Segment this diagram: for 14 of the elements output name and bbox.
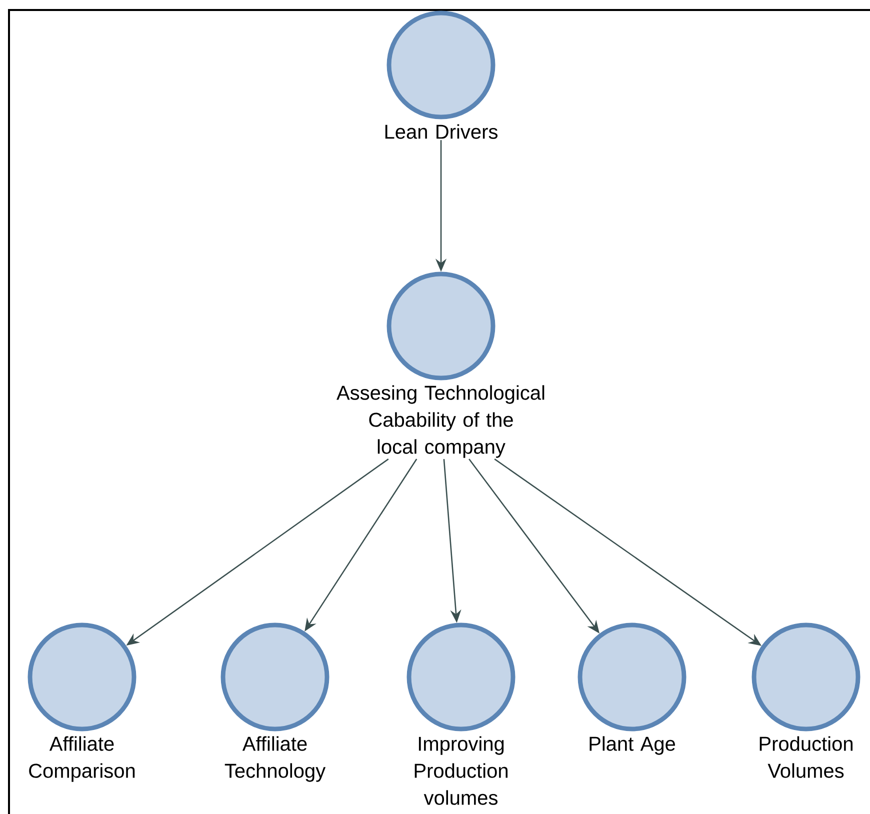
circle-node: Plant Age (578, 622, 686, 755)
circle-node: Lean Drivers (385, 10, 498, 139)
node-label: Affiliate Technology (224, 736, 326, 782)
node-label: Improving Production volumes (414, 736, 508, 805)
node-label: Assesing Technological Cabability of the local company (336, 385, 544, 458)
circle-node: Affiliate Comparison (28, 622, 136, 782)
node-label: Production Volumes (760, 736, 852, 778)
circle-node: Production Volumes (752, 622, 860, 778)
circle-node: Assesing Technological Cabability of the local company (336, 272, 544, 458)
circle-node: Affiliate Technology (220, 622, 330, 782)
node-label: Lean Drivers (385, 124, 498, 139)
node-label: Affiliate Comparison (29, 736, 135, 782)
node-label: Plant Age (590, 736, 676, 755)
circle-node: Improving Production volumes (406, 622, 516, 805)
